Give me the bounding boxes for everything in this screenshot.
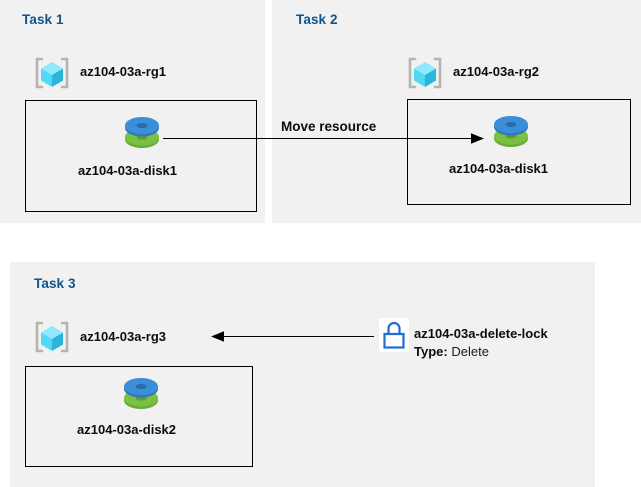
resource-group-label-rg3: az104-03a-rg3 <box>80 329 166 344</box>
managed-disk-icon <box>120 114 164 156</box>
lock-arrow-line <box>219 336 374 337</box>
resource-group-cube-icon <box>406 54 444 92</box>
resource-group-boundary-task3 <box>25 366 253 467</box>
resource-label-disk2-task3: az104-03a-disk2 <box>77 422 177 437</box>
resource-group-label-rg2: az104-03a-rg2 <box>453 64 539 79</box>
lock-arrowhead <box>210 330 224 343</box>
lock-type-label: Type: Delete <box>414 344 489 359</box>
managed-disk-icon <box>119 375 163 417</box>
move-resource-arrowhead <box>471 132 485 145</box>
panel-task3-title: Task 3 <box>34 276 76 291</box>
panel-task1 <box>0 0 265 223</box>
resource-label-disk1-task2: az104-03a-disk1 <box>449 161 549 176</box>
resource-group-boundary-task1 <box>25 100 257 212</box>
resource-group-cube-icon <box>33 54 71 92</box>
resource-group-boundary-task2 <box>407 99 631 205</box>
panel-task3 <box>10 262 595 487</box>
panel-task1-title: Task 1 <box>22 12 64 27</box>
move-resource-arrow-line <box>163 138 475 139</box>
resource-group-label-rg1: az104-03a-rg1 <box>80 64 166 79</box>
managed-disk-icon <box>489 113 533 155</box>
panel-task2 <box>272 0 641 223</box>
padlock-icon <box>379 318 409 352</box>
resource-label-disk1-task1: az104-03a-disk1 <box>78 163 178 178</box>
resource-group-cube-icon <box>33 318 71 356</box>
panel-task2-title: Task 2 <box>296 12 338 27</box>
move-resource-label: Move resource <box>281 119 377 134</box>
lock-type-value: Delete <box>451 344 489 359</box>
lock-name-label: az104-03a-delete-lock <box>414 326 548 341</box>
lock-type-key: Type: <box>414 344 448 359</box>
